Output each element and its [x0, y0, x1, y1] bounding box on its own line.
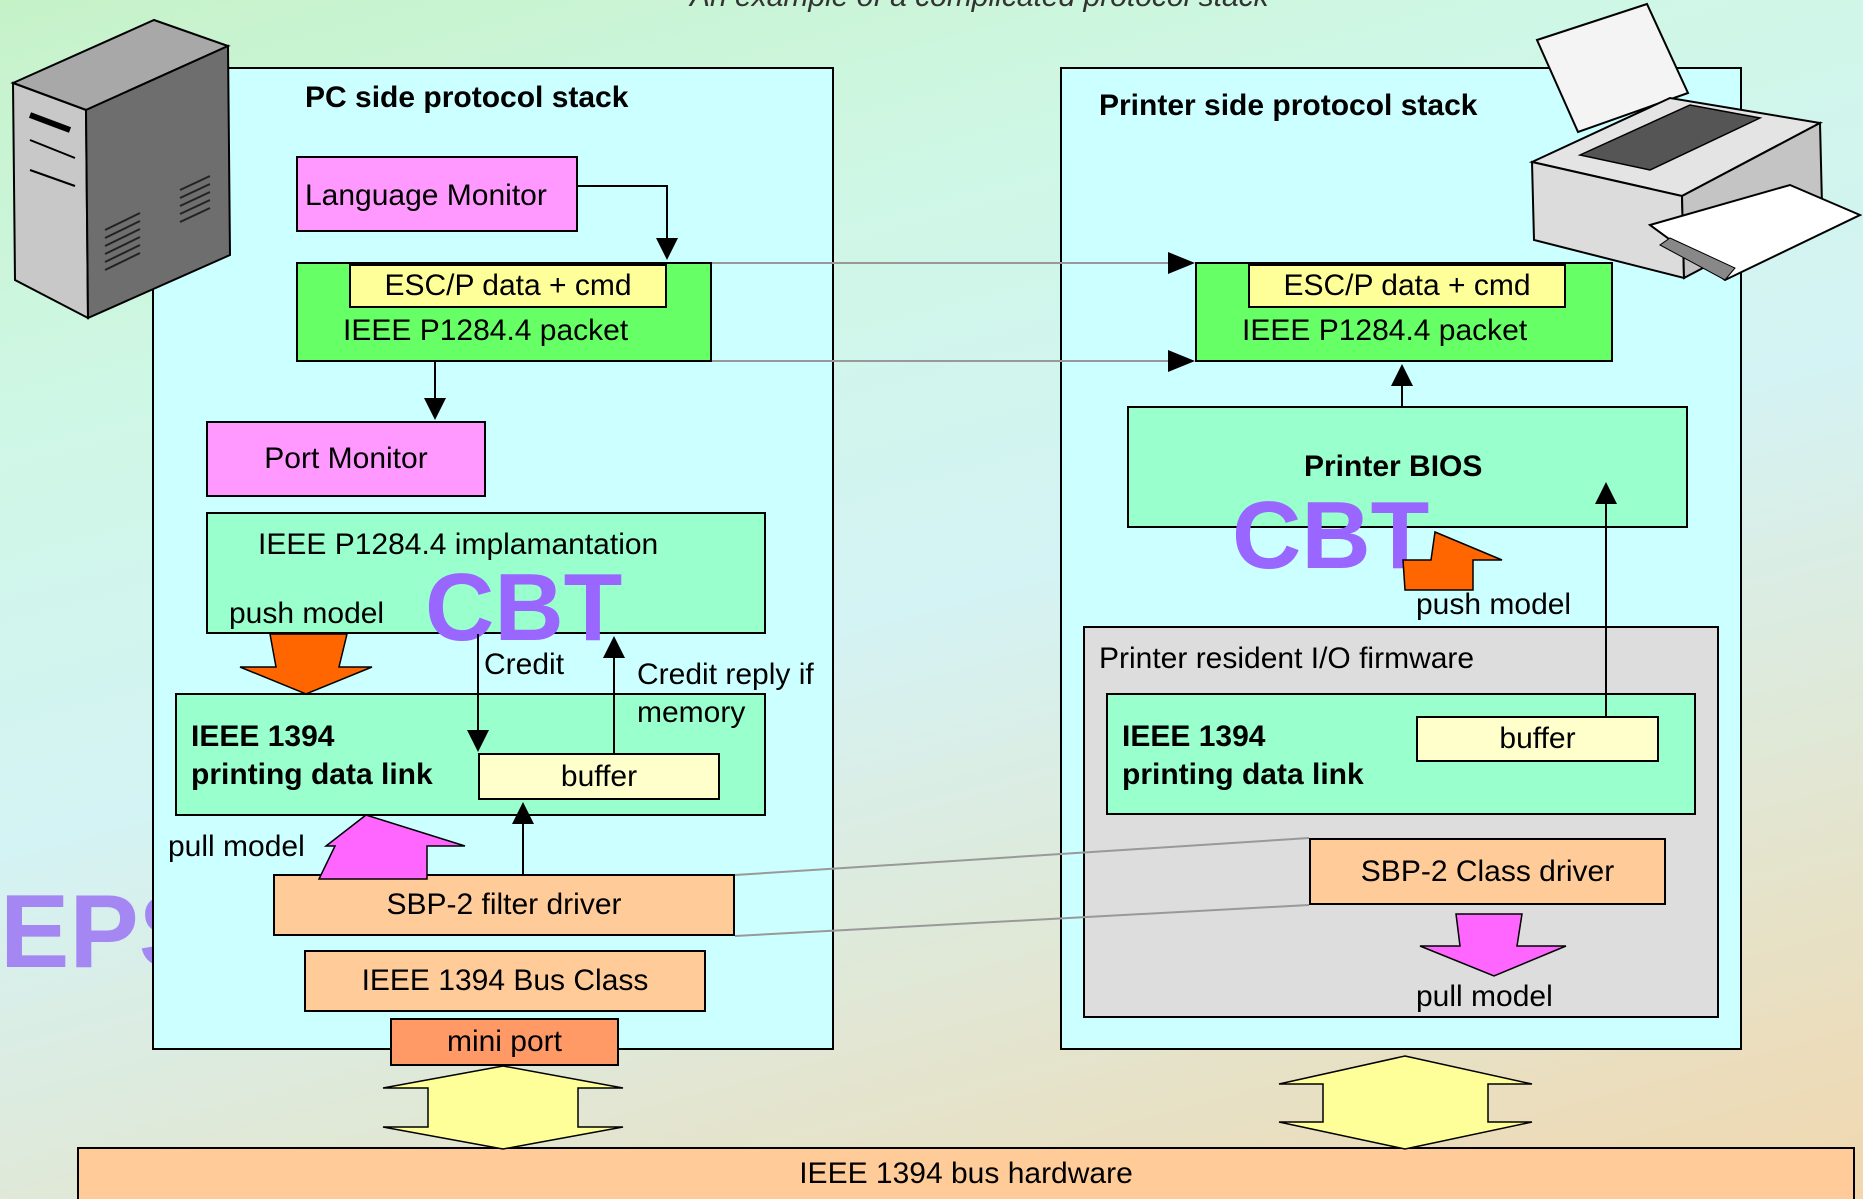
printer-stack-title: Printer side protocol stack: [1099, 89, 1478, 122]
printer-bios-box: [1127, 406, 1688, 528]
io-firmware-box: [1083, 626, 1719, 1018]
printer-cbt-label: CBT: [1232, 482, 1430, 589]
printer-icon: [1528, 2, 1863, 282]
mini-port-box: mini port: [390, 1018, 619, 1066]
pc-data-link-label: IEEE 1394 printing data link: [191, 720, 433, 791]
credit-reply-label: Credit reply if memory: [637, 658, 814, 729]
printer-p1284-packet-label: IEEE P1284.4 packet: [1242, 314, 1528, 347]
pc-push-arrow: [239, 633, 373, 695]
pc-p1284-impl-box: [206, 512, 766, 634]
printer-data-link-label: IEEE 1394 printing data link: [1122, 720, 1364, 791]
pc-p1284-packet-label: IEEE P1284.4 packet: [343, 314, 629, 347]
language-monitor-label: Language Monitor: [305, 179, 547, 212]
escp-peer-arrowhead: [1168, 252, 1195, 274]
printer-escp-data-box: ESC/P data + cmd: [1248, 264, 1566, 308]
pc-bus-arrow: [382, 1065, 624, 1150]
bus-hardware-bar: IEEE 1394 bus hardware: [77, 1147, 1855, 1199]
sbp2-filter-driver-box: SBP-2 filter driver: [273, 874, 735, 936]
io-firmware-label: Printer resident I/O firmware: [1099, 642, 1475, 675]
pc-cbt-label: CBT: [425, 554, 623, 661]
computer-tower-icon: [10, 18, 232, 320]
lang-monitor-connector: [578, 185, 678, 260]
pc-stack-title: PC side protocol stack: [305, 81, 629, 114]
language-monitor-box: [296, 156, 578, 232]
pc-escp-data-box: ESC/P data + cmd: [349, 264, 667, 308]
packet-peer-arrowhead: [1168, 350, 1195, 372]
credit-label: Credit: [484, 648, 565, 681]
printer-pull-arrow: [1419, 913, 1567, 977]
pc-pull-model-label: pull model: [168, 830, 305, 863]
printer-bus-arrow: [1278, 1055, 1533, 1150]
pc-buffer-box: buffer: [478, 753, 720, 800]
sbp2-lower-link: [734, 904, 1310, 937]
pc-push-model-label: push model: [229, 597, 385, 630]
port-monitor-box: Port Monitor: [206, 421, 486, 497]
pc-pull-arrow: [317, 814, 466, 880]
top-caption: An example of a complicated protocol sta…: [690, 0, 1269, 12]
bus-class-box: IEEE 1394 Bus Class: [304, 950, 706, 1012]
printer-bios-label: Printer BIOS: [1304, 450, 1483, 483]
printer-pull-model-label: pull model: [1416, 980, 1553, 1013]
printer-push-arrow: [1402, 530, 1503, 591]
printer-buffer-box: buffer: [1416, 716, 1659, 762]
sbp2-class-driver-box: SBP-2 Class driver: [1309, 838, 1666, 905]
pc-p1284-impl-label: IEEE P1284.4 implamantation: [258, 528, 659, 561]
printer-push-model-label: push model: [1416, 588, 1572, 621]
sbp2-upper-link: [734, 837, 1310, 876]
